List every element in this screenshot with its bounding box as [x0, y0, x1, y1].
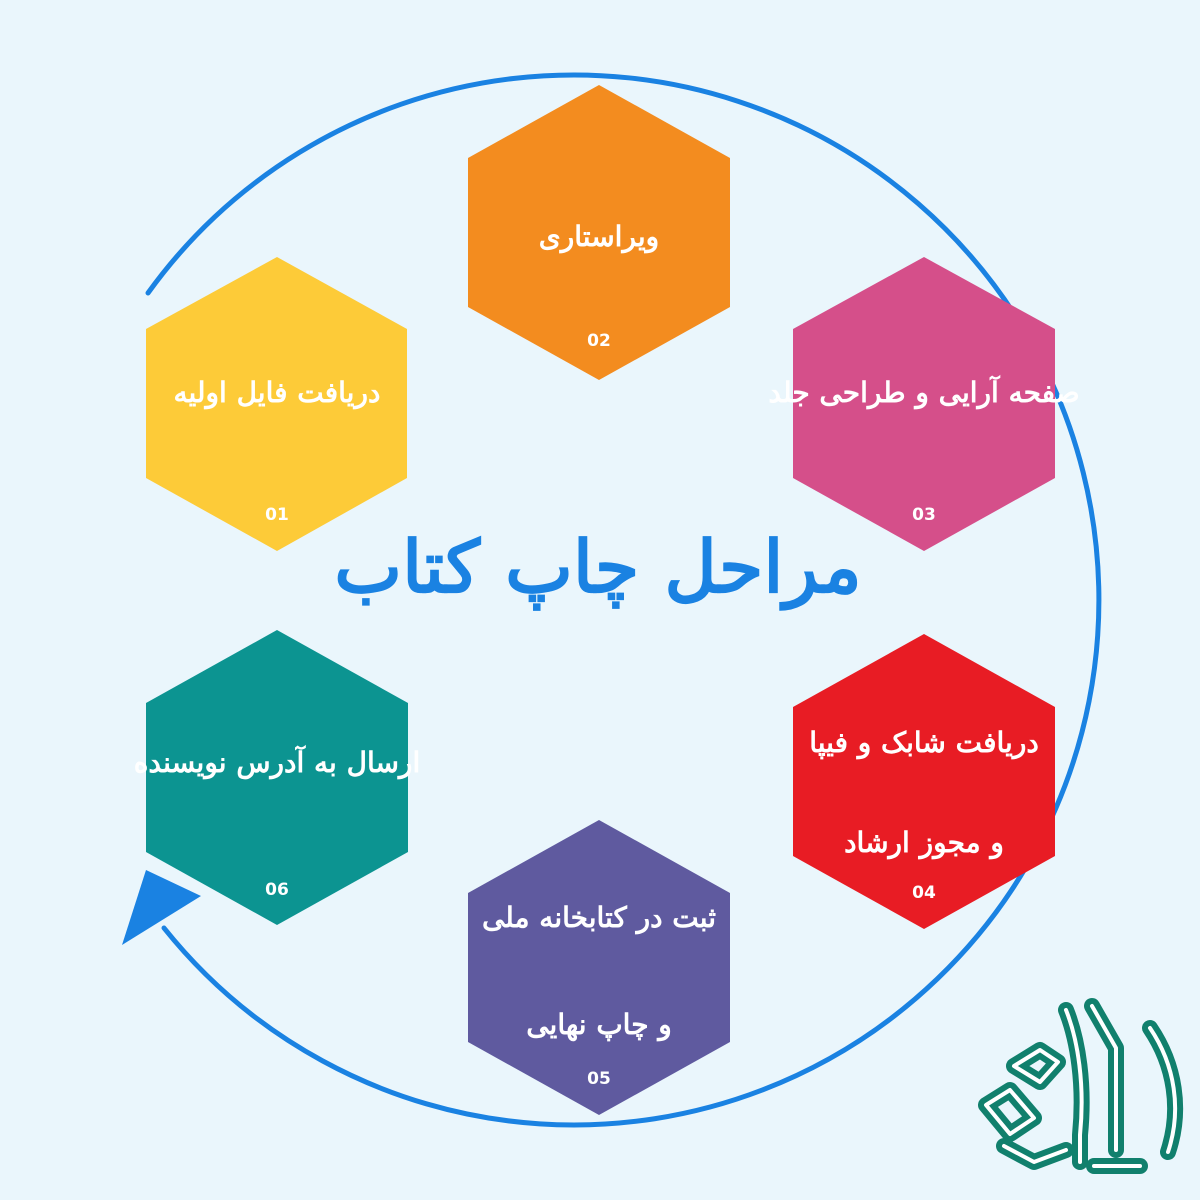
hexagon-shape	[793, 634, 1055, 929]
step-label: صفحه آرایی و طراحی جلد	[768, 374, 1079, 410]
hexagon-shape	[793, 257, 1055, 551]
step-label: دریافت فایل اولیه	[174, 376, 381, 410]
step-label: ارسال به آدرس نویسنده	[134, 744, 420, 780]
step-label-line-2: و مجوز ارشاد	[844, 826, 1004, 860]
step-hex-06: ارسال به آدرس نویسنده 06	[134, 630, 420, 925]
step-hex-01: دریافت فایل اولیه 01	[146, 257, 407, 551]
step-label: ویراستاری	[539, 220, 659, 254]
step-number: 01	[265, 505, 289, 525]
calligraphy-logo-icon	[978, 998, 1184, 1174]
step-hex-03: صفحه آرایی و طراحی جلد 03	[768, 257, 1080, 551]
step-label-line-2: و چاپ نهایی	[526, 1008, 672, 1042]
hexagon-shape	[468, 820, 730, 1115]
step-hex-05: ثبت در کتابخانه ملی و چاپ نهایی 05	[468, 820, 730, 1115]
step-number: 05	[587, 1069, 611, 1089]
hexagon-shape	[146, 257, 407, 551]
arrow-head-icon	[122, 870, 201, 945]
step-label-line-1: ثبت در کتابخانه ملی	[482, 901, 716, 935]
cycle-arrow-arc	[145, 72, 1102, 1128]
hexagon-shape	[146, 630, 408, 925]
diagram-title: مراحل چاپ کتاب	[334, 524, 861, 611]
step-number: 06	[265, 880, 289, 900]
step-number: 04	[912, 883, 936, 903]
hexagon-shape	[468, 85, 730, 380]
step-hex-04: دریافت شابک و فیپا و مجوز ارشاد 04	[793, 634, 1055, 929]
step-label-line-1: دریافت شابک و فیپا	[809, 726, 1039, 760]
step-number: 02	[587, 331, 611, 351]
step-number: 03	[912, 505, 936, 525]
step-hex-02: ویراستاری 02	[468, 85, 730, 380]
